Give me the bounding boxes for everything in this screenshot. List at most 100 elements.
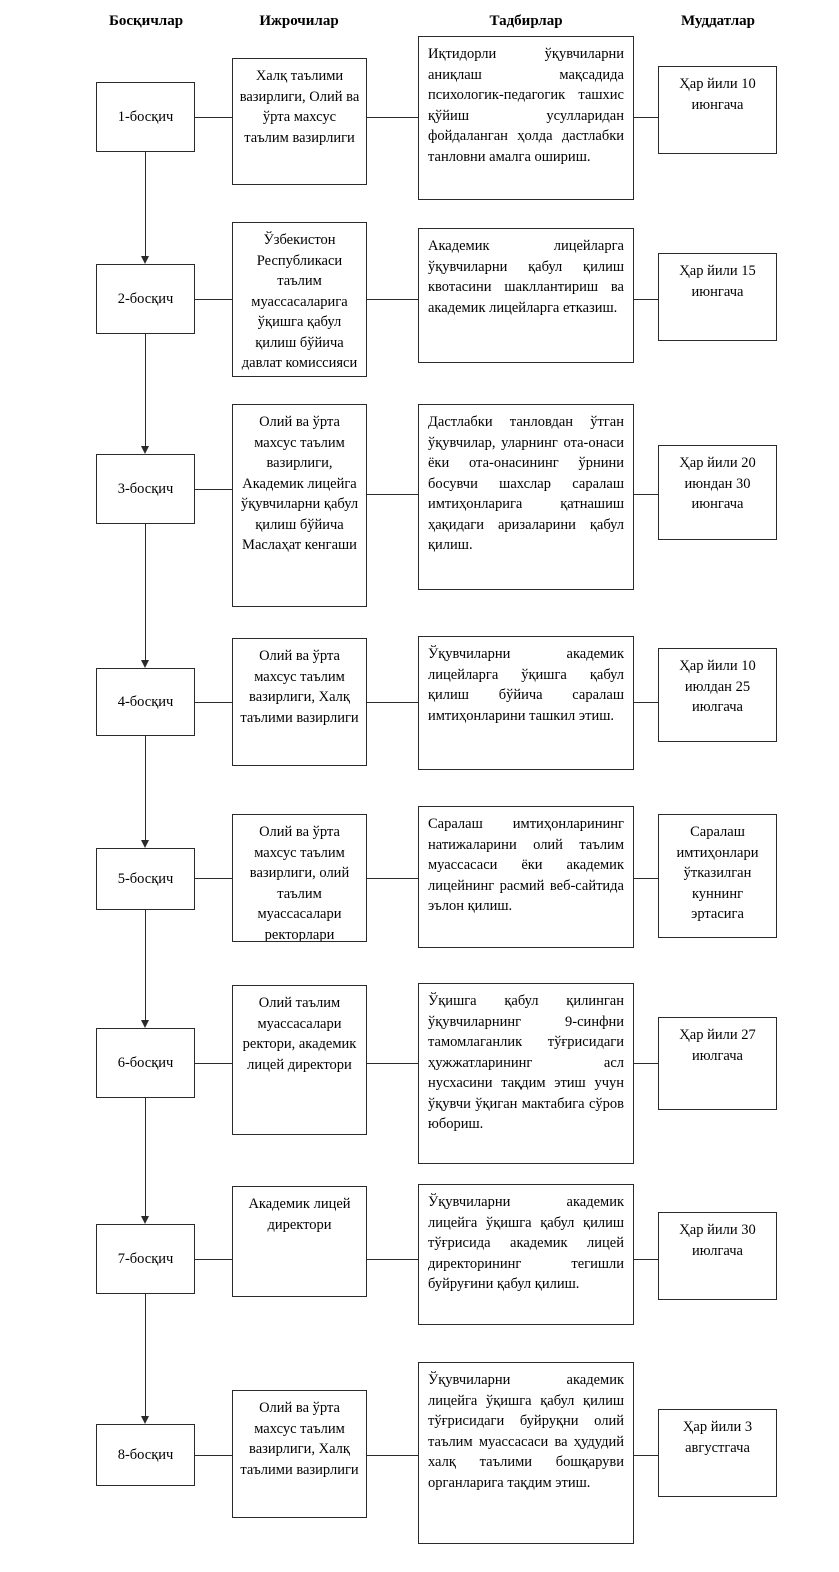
date-text-2: Ҳар йили 15 июнгача	[679, 263, 756, 300]
date-text-8: Ҳар йили 3 августгача	[682, 1419, 753, 1456]
connector-stage-actor-1	[195, 117, 232, 118]
actor-box-2[interactable]: Ўзбекистон Республикаси таълим муассасал…	[232, 222, 367, 377]
actor-box-4[interactable]: Олий ва ўрта махсус таълим вазирлиги, Ха…	[232, 638, 367, 766]
date-text-5: Саралаш имтиҳонлари ўтказилган куннинг э…	[676, 824, 759, 922]
date-box-5[interactable]: Саралаш имтиҳонлари ўтказилган куннинг э…	[658, 814, 777, 938]
connector-stage-actor-8	[195, 1455, 232, 1456]
actor-text-4: Олий ва ўрта махсус таълим вазирлиги, Ха…	[240, 648, 359, 726]
stage-flow-line-5-6	[145, 910, 146, 1024]
stage-label-3: 3-босқич	[117, 480, 174, 497]
stage-flow-arrow-2-3	[140, 446, 149, 454]
actor-box-7[interactable]: Академик лицей директори	[232, 1186, 367, 1297]
stage-flow-line-4-5	[145, 736, 146, 844]
stage-flow-arrow-1-2	[140, 256, 149, 264]
stage-box-6[interactable]: 6-босқич	[96, 1028, 195, 1098]
date-box-1[interactable]: Ҳар йили 10 июнгача	[658, 66, 777, 154]
actor-text-8: Олий ва ўрта махсус таълим вазирлиги, Ха…	[240, 1400, 359, 1478]
stage-box-1[interactable]: 1-босқич	[96, 82, 195, 152]
actor-box-6[interactable]: Олий таълим муассасалари ректори, академ…	[232, 985, 367, 1135]
connector-actor-measure-6	[367, 1063, 418, 1064]
connector-measure-date-4	[634, 702, 658, 703]
connector-actor-measure-5	[367, 878, 418, 879]
stage-flow-arrow-3-4	[140, 660, 149, 668]
column-header-measures: Тадбирлар	[489, 13, 563, 29]
column-header-deadlines: Муддатлар	[680, 13, 756, 29]
actor-text-2: Ўзбекистон Республикаси таълим муассасал…	[241, 232, 358, 371]
stage-flow-line-2-3	[145, 334, 146, 450]
measure-box-3[interactable]: Дастлабки танловдан ўтган ўқувчилар, ула…	[418, 404, 634, 590]
stage-flow-arrow-5-6	[140, 1020, 149, 1028]
connector-stage-actor-6	[195, 1063, 232, 1064]
measure-text-6: Ўқишга қабул қилинган ўқувчиларнинг 9-си…	[428, 993, 624, 1132]
connector-measure-date-1	[634, 117, 658, 118]
date-box-6[interactable]: Ҳар йили 27 июлгача	[658, 1017, 777, 1110]
connector-stage-actor-7	[195, 1259, 232, 1260]
connector-stage-actor-4	[195, 702, 232, 703]
connector-measure-date-7	[634, 1259, 658, 1260]
stage-box-7[interactable]: 7-босқич	[96, 1224, 195, 1294]
date-box-7[interactable]: Ҳар йили 30 июлгача	[658, 1212, 777, 1300]
stage-label-4: 4-босқич	[117, 693, 174, 710]
stage-box-8[interactable]: 8-босқич	[96, 1424, 195, 1486]
actor-box-8[interactable]: Олий ва ўрта махсус таълим вазирлиги, Ха…	[232, 1390, 367, 1518]
measure-box-4[interactable]: Ўқувчиларни академик лицейларга ўқишга қ…	[418, 636, 634, 770]
measure-text-5: Саралаш имтиҳонларининг натижаларини оли…	[428, 816, 624, 914]
stage-flow-line-1-2	[145, 152, 146, 260]
measure-text-1: Иқтидорли ўқувчиларни аниқлаш мақсадида …	[428, 46, 624, 165]
stage-label-1: 1-босқич	[117, 108, 174, 125]
date-box-3[interactable]: Ҳар йили 20 июндан 30 июнгача	[658, 445, 777, 540]
date-text-6: Ҳар йили 27 июлгача	[679, 1027, 756, 1064]
connector-stage-actor-3	[195, 489, 232, 490]
connector-stage-actor-2	[195, 299, 232, 300]
stage-label-7: 7-босқич	[117, 1250, 174, 1267]
measure-box-7[interactable]: Ўқувчиларни академик лицейга ўқишга қабу…	[418, 1184, 634, 1325]
actor-box-1[interactable]: Халқ таълими вазирлиги, Олий ва ўрта мах…	[232, 58, 367, 185]
measure-text-4: Ўқувчиларни академик лицейларга ўқишга қ…	[428, 646, 624, 724]
stage-label-5: 5-босқич	[117, 870, 174, 887]
measure-box-6[interactable]: Ўқишга қабул қилинган ўқувчиларнинг 9-си…	[418, 983, 634, 1164]
date-text-7: Ҳар йили 30 июлгача	[679, 1222, 756, 1259]
actor-box-3[interactable]: Олий ва ўрта махсус таълим вазирлиги, Ак…	[232, 404, 367, 607]
stage-label-6: 6-босқич	[117, 1054, 174, 1071]
date-text-3: Ҳар йили 20 июндан 30 июнгача	[679, 455, 756, 512]
connector-actor-measure-8	[367, 1455, 418, 1456]
connector-measure-date-6	[634, 1063, 658, 1064]
date-box-2[interactable]: Ҳар йили 15 июнгача	[658, 253, 777, 341]
measure-text-8: Ўқувчиларни академик лицейга ўқишга қабу…	[428, 1372, 624, 1491]
date-box-4[interactable]: Ҳар йили 10 июлдан 25 июлгача	[658, 648, 777, 742]
date-box-8[interactable]: Ҳар йили 3 августгача	[658, 1409, 777, 1497]
actor-box-5[interactable]: Олий ва ўрта махсус таълим вазирлиги, ол…	[232, 814, 367, 942]
connector-measure-date-5	[634, 878, 658, 879]
column-header-executors: Ижрочилар	[259, 13, 339, 29]
stage-flow-line-6-7	[145, 1098, 146, 1220]
stage-flow-line-7-8	[145, 1294, 146, 1420]
stage-box-5[interactable]: 5-босқич	[96, 848, 195, 910]
stage-box-3[interactable]: 3-босқич	[96, 454, 195, 524]
stage-label-8: 8-босқич	[117, 1446, 174, 1463]
connector-actor-measure-7	[367, 1259, 418, 1260]
stage-flow-arrow-7-8	[140, 1416, 149, 1424]
measure-box-1[interactable]: Иқтидорли ўқувчиларни аниқлаш мақсадида …	[418, 36, 634, 200]
connector-measure-date-3	[634, 494, 658, 495]
connector-measure-date-2	[634, 299, 658, 300]
column-header-stages: Босқичлар	[108, 13, 184, 29]
measure-text-7: Ўқувчиларни академик лицейга ўқишга қабу…	[428, 1194, 624, 1292]
connector-measure-date-8	[634, 1455, 658, 1456]
stage-flow-arrow-6-7	[140, 1216, 149, 1224]
date-text-1: Ҳар йили 10 июнгача	[679, 76, 756, 113]
actor-text-1: Халқ таълими вазирлиги, Олий ва ўрта мах…	[239, 68, 360, 146]
actor-text-5: Олий ва ўрта махсус таълим вазирлиги, ол…	[249, 824, 350, 942]
connector-actor-measure-1	[367, 117, 418, 118]
actor-text-7: Академик лицей директори	[248, 1196, 351, 1233]
measure-box-5[interactable]: Саралаш имтиҳонларининг натижаларини оли…	[418, 806, 634, 948]
measure-text-3: Дастлабки танловдан ўтган ўқувчилар, ула…	[428, 414, 624, 553]
connector-actor-measure-3	[367, 494, 418, 495]
stage-flow-line-3-4	[145, 524, 146, 664]
connector-actor-measure-4	[367, 702, 418, 703]
stage-box-4[interactable]: 4-босқич	[96, 668, 195, 736]
measure-box-8[interactable]: Ўқувчиларни академик лицейга ўқишга қабу…	[418, 1362, 634, 1544]
actor-text-6: Олий таълим муассасалари ректори, академ…	[242, 995, 357, 1073]
measure-box-2[interactable]: Академик лицейларга ўқувчиларни қабул қи…	[418, 228, 634, 363]
stage-box-2[interactable]: 2-босқич	[96, 264, 195, 334]
